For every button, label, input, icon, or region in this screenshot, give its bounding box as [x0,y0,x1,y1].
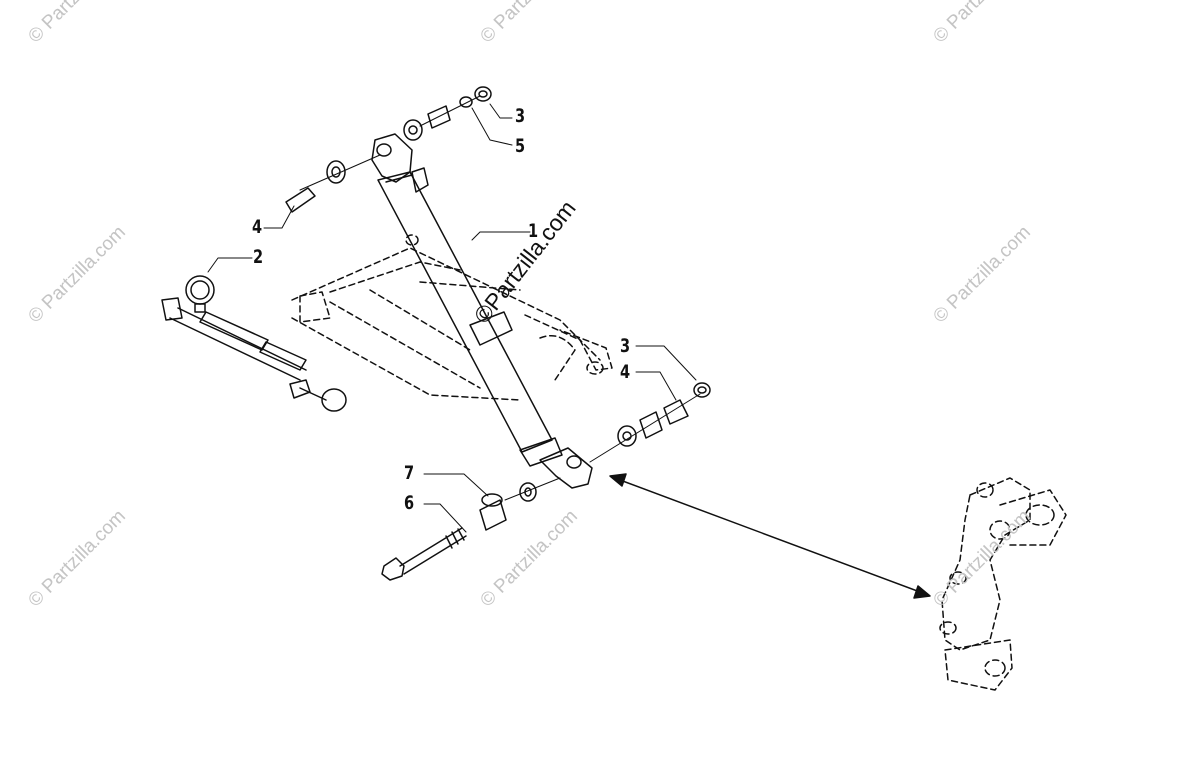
callout-3-lower: 3 [620,335,631,357]
callout-6: 6 [404,492,415,514]
shock-pump [161,275,347,412]
a-arm-phantom [291,234,613,401]
callout-4-lower: 4 [620,361,631,383]
leader-lines [207,103,697,533]
callout-5: 5 [515,135,526,157]
upper-mount-hardware [285,86,492,213]
callout-7: 7 [404,462,415,484]
lower-mount-hardware [479,382,711,531]
double-arrow [609,473,931,599]
callout-4-upper: 4 [252,216,263,238]
frame-bracket-phantom [939,477,1067,691]
callout-1: 1 [528,220,539,242]
shock-absorber [371,133,593,489]
callout-2: 2 [253,246,264,268]
bolt [381,527,467,581]
callout-3-upper: 3 [515,105,526,127]
